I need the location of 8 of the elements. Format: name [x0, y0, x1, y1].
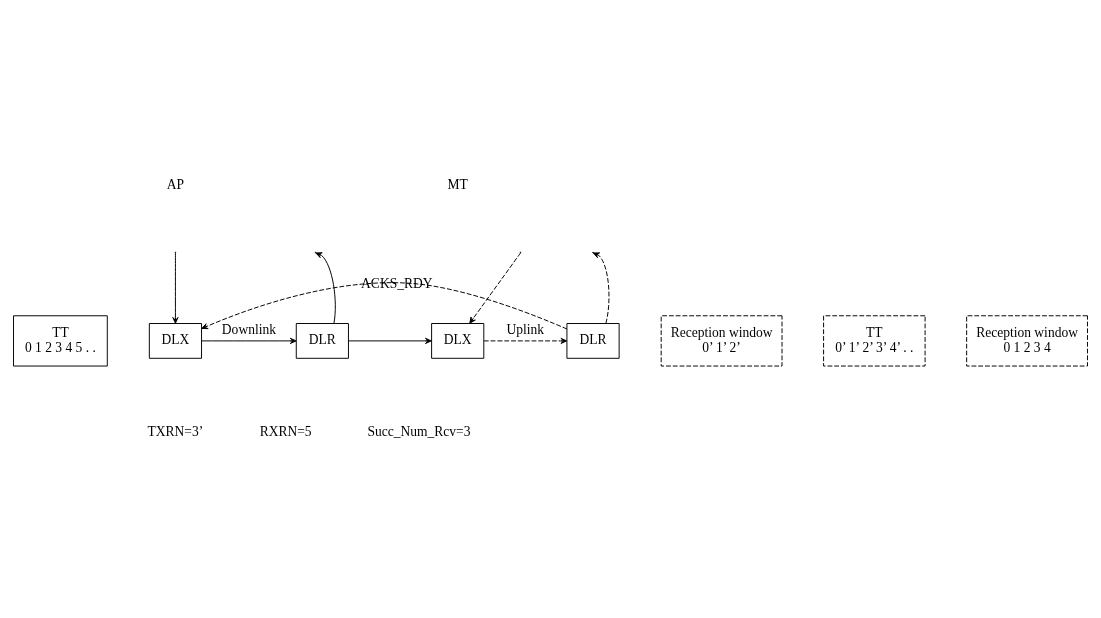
edge-label: ACKS_RDY: [361, 275, 433, 291]
label: RXRN=5: [259, 424, 312, 440]
edge-label: Downlink: [221, 322, 276, 338]
label: MT: [447, 176, 468, 192]
edge-label: Uplink: [506, 322, 545, 338]
label: Succ_Num_Rcv=3: [367, 424, 471, 440]
label: TXRN=3’: [147, 424, 204, 440]
label: AP: [166, 176, 185, 192]
